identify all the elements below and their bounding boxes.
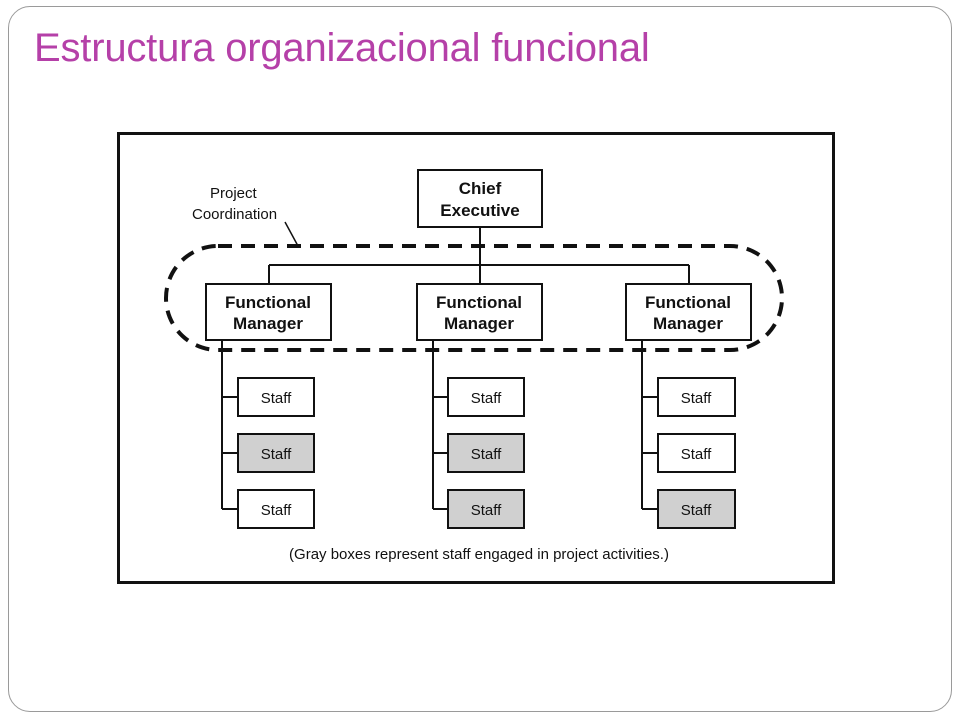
manager-label-line1: Functional [225, 293, 311, 312]
staff-box [657, 433, 736, 473]
functional-manager-box [625, 283, 752, 341]
staff-box [447, 489, 525, 529]
slide-title: Estructura organizacional funcional [34, 26, 650, 70]
manager-column-3: Functional Manager Staff Staff Staff [625, 283, 752, 529]
manager-column-2: Functional Manager Staff Staff Staff [416, 283, 543, 529]
functional-manager-box [205, 283, 332, 341]
coordination-pointer [284, 221, 299, 247]
manager-label-line2: Manager [653, 314, 723, 333]
functional-manager-box [416, 283, 543, 341]
staff-label: Staff [681, 502, 712, 519]
chief-label-line2: Executive [440, 201, 519, 220]
staff-box [447, 377, 525, 417]
staff-label: Staff [681, 390, 712, 407]
manager-column-1: Functional Manager Staff Staff Staff [205, 283, 332, 529]
manager-label-line2: Manager [233, 314, 303, 333]
staff-label: Staff [471, 390, 502, 407]
staff-box [237, 377, 315, 417]
coordination-label-line2: Coordination [192, 206, 277, 223]
project-coordination-boundary [164, 244, 784, 352]
staff-label: Staff [261, 446, 292, 463]
chief-label-line1: Chief [459, 179, 502, 198]
staff-box [447, 433, 525, 473]
coordination-label-line1: Project [210, 185, 258, 202]
staff-label: Staff [681, 446, 712, 463]
manager-label-line1: Functional [645, 293, 731, 312]
manager-label-line1: Functional [436, 293, 522, 312]
staff-label: Staff [261, 390, 292, 407]
legend-note: (Gray boxes represent staff engaged in p… [289, 546, 669, 563]
staff-box [237, 433, 315, 473]
staff-label: Staff [261, 502, 292, 519]
staff-box [237, 489, 315, 529]
staff-label: Staff [471, 446, 502, 463]
staff-box [657, 377, 736, 417]
staff-label: Staff [471, 502, 502, 519]
staff-box [657, 489, 736, 529]
manager-label-line2: Manager [444, 314, 514, 333]
chief-executive-box [417, 169, 543, 228]
